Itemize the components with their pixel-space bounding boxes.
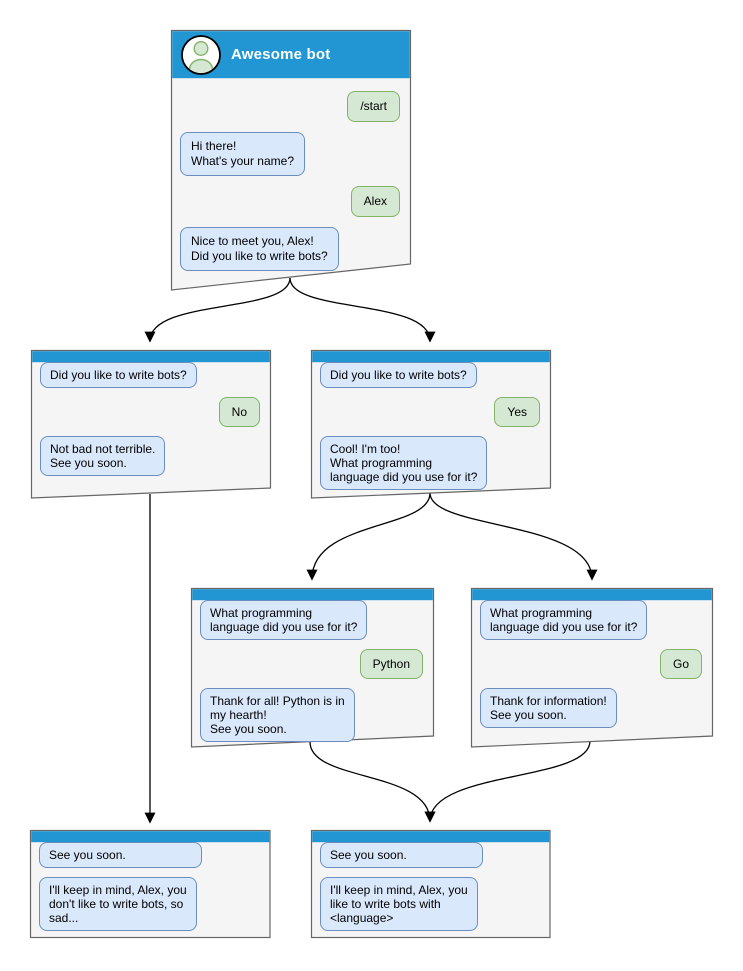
connector-python-to-end bbox=[309, 741, 436, 823]
bot-message-bubble: Hi there! What's your name? bbox=[180, 132, 306, 176]
bot-message-bubble: Not bad not terrible. See you soon. bbox=[40, 436, 166, 476]
user-message-bubble: Go bbox=[659, 649, 702, 679]
connector-yes-to-python bbox=[306, 492, 431, 581]
chat-window-no: Did you like to write bots? No Not bad n… bbox=[32, 362, 270, 476]
chat-window-root: /start Hi there! What's your name? Alex … bbox=[172, 78, 410, 271]
bot-message-bubble: Nice to meet you, Alex! Did you like to … bbox=[180, 227, 339, 271]
chat-window-end-yes-header bbox=[312, 831, 550, 843]
bot-message-bubble: See you soon. bbox=[39, 842, 202, 868]
bot-message-bubble: I'll keep in mind, Alex, you like to wri… bbox=[320, 877, 478, 931]
user-message-bubble: No bbox=[218, 397, 260, 427]
chat-window-python-header bbox=[192, 589, 433, 601]
bot-message-bubble: Thank for information! See you soon. bbox=[480, 688, 617, 728]
bot-message-bubble: What programming language did you use fo… bbox=[480, 600, 648, 640]
chat-window-no-header bbox=[32, 351, 270, 363]
chat-window-end-no-header bbox=[31, 831, 270, 843]
connector-root-to-no bbox=[144, 277, 291, 343]
bot-message-bubble: Thank for all! Python is in my hearth! S… bbox=[200, 688, 355, 742]
window-title: Awesome bot bbox=[231, 46, 331, 63]
bot-message-bubble: I'll keep in mind, Alex, you don't like … bbox=[39, 877, 197, 931]
chat-window-go-header bbox=[472, 589, 712, 601]
chat-window-end-yes: See you soon. I'll keep in mind, Alex, y… bbox=[312, 842, 549, 931]
chat-window-yes: Did you like to write bots? Yes Cool! I'… bbox=[312, 362, 550, 490]
chat-window-python: What programming language did you use fo… bbox=[192, 600, 433, 742]
chat-window-go: What programming language did you use fo… bbox=[472, 600, 712, 728]
user-message-bubble: Yes bbox=[494, 397, 540, 427]
user-message-bubble: /start bbox=[347, 91, 400, 122]
user-message-bubble: Alex bbox=[350, 186, 400, 217]
connector-yes-to-go bbox=[429, 492, 598, 581]
bot-message-bubble: Cool! I'm too! What programming language… bbox=[320, 436, 488, 490]
user-message-bubble: Python bbox=[359, 649, 423, 679]
connector-go-to-end bbox=[424, 740, 591, 823]
bot-message-bubble: What programming language did you use fo… bbox=[200, 600, 368, 640]
bot-message-bubble: Did you like to write bots? bbox=[40, 362, 197, 388]
chat-window-end-no: See you soon. I'll keep in mind, Alex, y… bbox=[31, 842, 269, 931]
connectors bbox=[144, 277, 598, 824]
connector-root-to-yes bbox=[289, 277, 436, 343]
person-icon bbox=[188, 41, 214, 73]
chat-window-yes-header bbox=[312, 351, 550, 363]
avatar bbox=[181, 35, 221, 75]
bot-message-bubble: See you soon. bbox=[320, 842, 483, 868]
bot-message-bubble: Did you like to write bots? bbox=[320, 362, 477, 388]
